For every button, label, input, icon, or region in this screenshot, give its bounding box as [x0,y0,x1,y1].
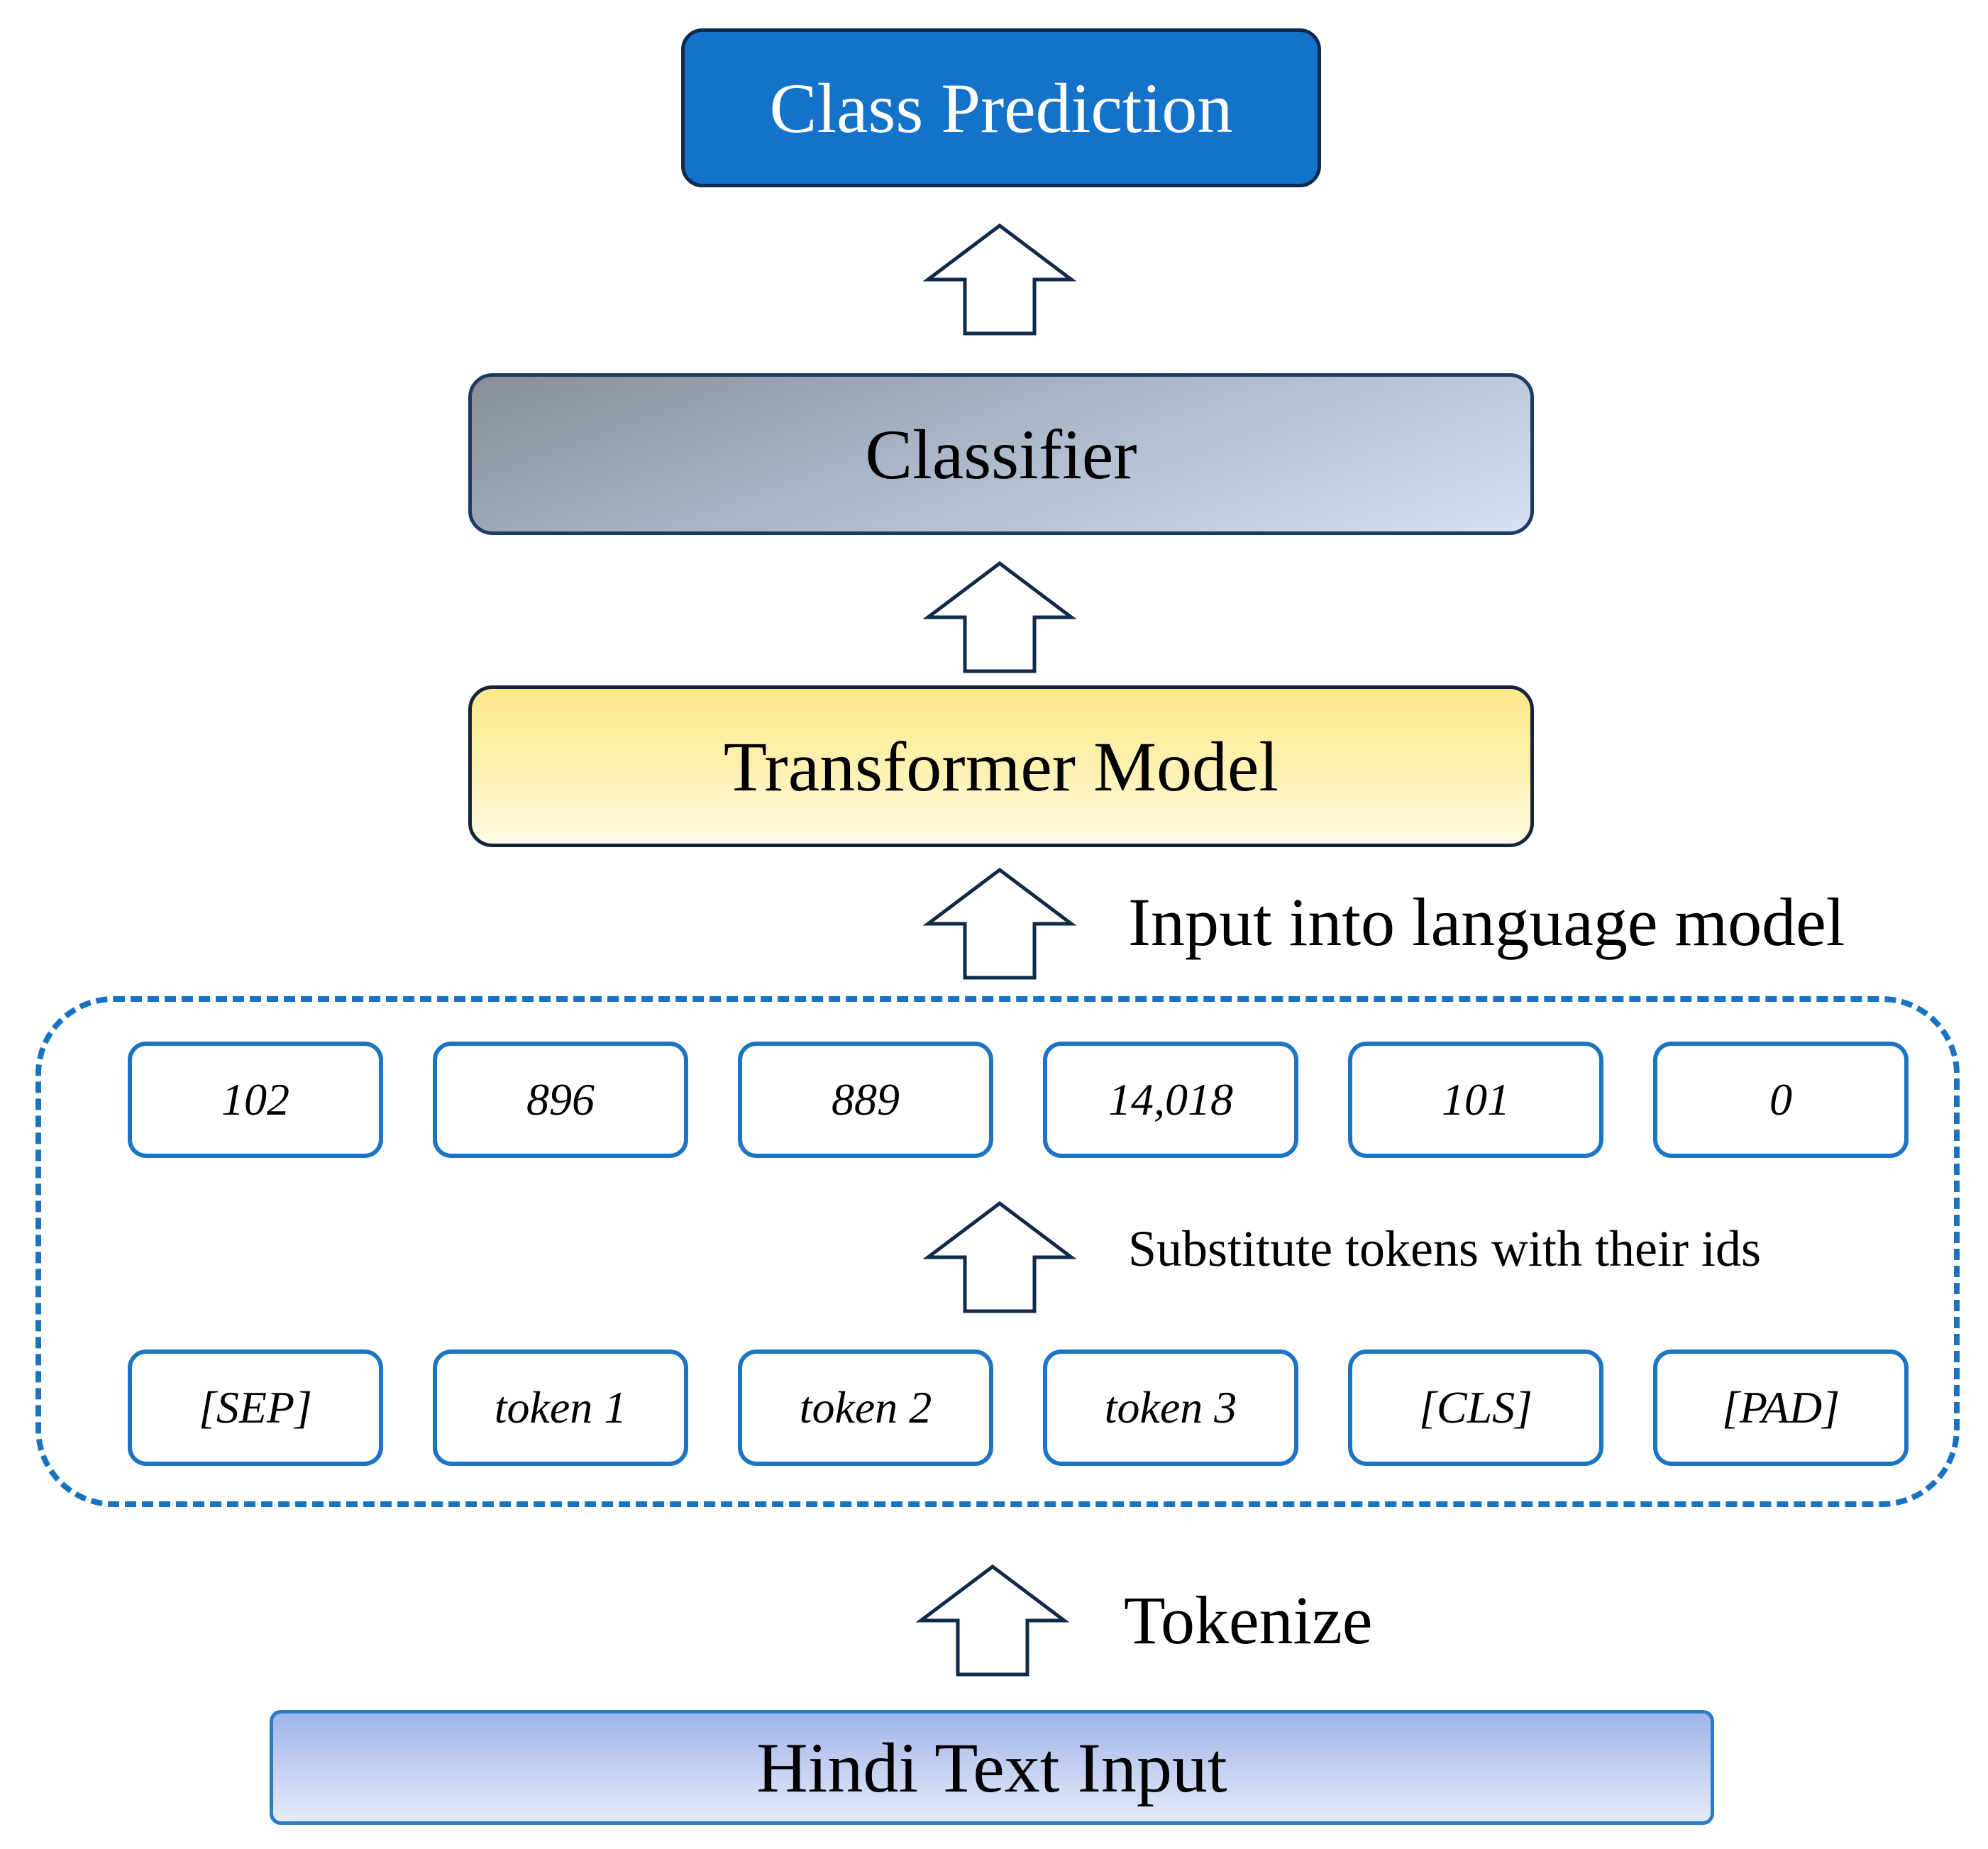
up-arrow-icon [922,1201,1077,1313]
token-id-chip: 0 [1653,1042,1909,1158]
token-id-chip: 896 [433,1042,688,1158]
transformer-model-node: Transformer Model [468,685,1534,847]
up-arrow-icon [922,223,1077,336]
token-id-chip: 14,018 [1043,1042,1298,1158]
token-id-chip: 889 [738,1042,993,1158]
token-chip: [PAD] [1653,1350,1909,1466]
token-chip: token 3 [1043,1350,1298,1466]
token-chip: [CLS] [1348,1350,1603,1466]
up-arrow-icon [915,1564,1070,1677]
token-chip: [SEP] [128,1350,383,1466]
token-chip: token 2 [738,1350,993,1466]
class-prediction-node: Class Prediction [681,28,1321,187]
substitute-tokens-label: Substitute tokens with their ids [1128,1220,1761,1277]
up-arrow-icon [922,867,1077,980]
transformer-model-label: Transformer Model [723,727,1279,806]
hindi-text-input-label: Hindi Text Input [756,1728,1227,1807]
classifier-node: Classifier [468,373,1534,535]
hindi-text-input-node: Hindi Text Input [270,1710,1714,1825]
up-arrow-icon [922,561,1077,673]
classifier-label: Classifier [865,414,1137,494]
tokenize-label: Tokenize [1124,1582,1373,1658]
input-into-language-model-label: Input into language model [1128,884,1845,960]
class-prediction-label: Class Prediction [769,68,1233,148]
token-chip: token 1 [433,1350,688,1466]
token-id-chip: 101 [1348,1042,1603,1158]
token-id-chip: 102 [128,1042,383,1158]
tokenization-group [35,996,1960,1507]
